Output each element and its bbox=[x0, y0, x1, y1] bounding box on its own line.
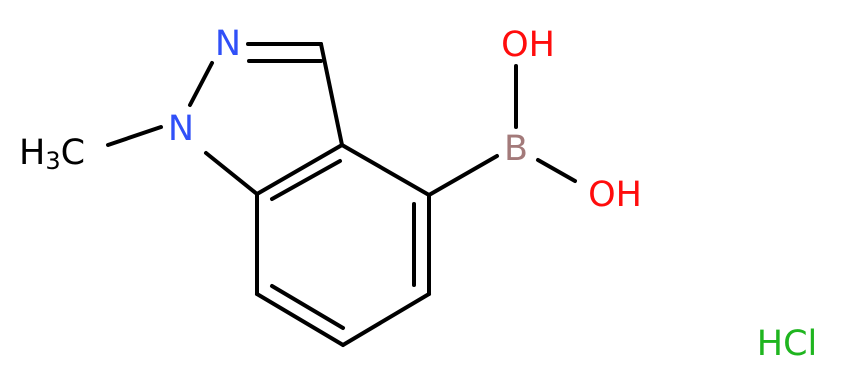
bond-c6-c7-inner bbox=[270, 284, 345, 330]
atom-methyl: H3C bbox=[19, 133, 85, 175]
atom-boron: B bbox=[504, 129, 528, 169]
salt-hcl: HCl bbox=[757, 324, 817, 364]
bond-n2-n1 bbox=[188, 61, 214, 107]
bond-n1-methyl bbox=[106, 125, 163, 147]
bond-c4-boron bbox=[427, 154, 499, 197]
bond-n1-c7a bbox=[204, 151, 259, 196]
atom-n2: N bbox=[215, 24, 241, 64]
bond-boron-oh-bottom bbox=[536, 158, 577, 183]
bond-c3a-c4 bbox=[340, 143, 431, 197]
bond-c5-c6 bbox=[341, 292, 431, 347]
methyl-c: C bbox=[61, 133, 85, 173]
bond-c6-c7 bbox=[255, 292, 345, 347]
bond-c3-c3a bbox=[319, 42, 344, 147]
bond-c7a-c3a bbox=[255, 143, 344, 196]
methyl-h: H bbox=[19, 133, 45, 173]
bonds bbox=[106, 42, 577, 347]
atom-n1: N bbox=[168, 109, 194, 149]
atom-labels: N N H3C B OH OH HCl bbox=[19, 24, 817, 364]
bond-c7a-c3a-inner bbox=[270, 159, 342, 201]
methyl-subscript: 3 bbox=[45, 147, 60, 175]
atom-oh-bottom: OH bbox=[588, 175, 642, 215]
atom-oh-top: OH bbox=[501, 25, 555, 65]
